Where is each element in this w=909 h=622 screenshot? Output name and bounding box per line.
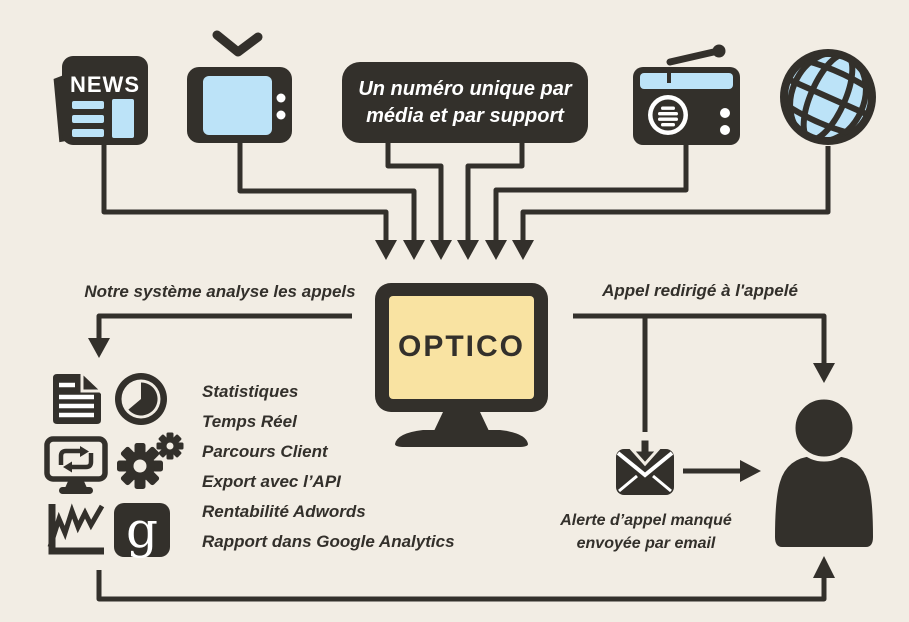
optico-monitor-icon [375, 283, 548, 447]
line-globe-to-optico [520, 146, 831, 240]
tv-screen [203, 76, 272, 135]
feature-list: Statistiques Temps Réel Parcours Client … [202, 377, 455, 557]
radio-icon [633, 44, 740, 145]
line-chart-icon [47, 503, 105, 555]
person-body [775, 456, 873, 547]
feature-rentabilite-adwords: Rentabilité Adwords [202, 502, 366, 521]
feature-export-api: Export avec l’API [202, 472, 341, 491]
document-lines [59, 382, 94, 418]
person-head [790, 394, 858, 462]
tv-knob [276, 110, 286, 120]
line-optico-to-person [573, 313, 827, 363]
banner-text: Un numéro unique par média et par suppor… [358, 78, 572, 127]
chart-zigzag [47, 503, 105, 548]
loop-monitor-neck [65, 479, 87, 488]
feature-temps-reel: Temps Réel [202, 412, 297, 431]
line-optico-to-stats [96, 313, 352, 338]
monitor-screen [389, 296, 534, 399]
feature-parcours-client: Parcours Client [202, 442, 328, 461]
gear-large [117, 443, 163, 489]
loop-arrowhead [80, 446, 89, 457]
loop-monitor-frame [44, 436, 108, 482]
globe-gridlines [779, 49, 877, 145]
document-report-icon [53, 370, 106, 424]
envelope-body [616, 449, 674, 495]
radio-antenna [666, 47, 722, 66]
monitor-loop-icon [44, 436, 108, 494]
feature-statistiques: Statistiques [202, 382, 299, 401]
clock-pie-wedge [128, 382, 158, 416]
email-alert-line2: envoyée par email [576, 535, 716, 552]
incoming-mail-arrow [629, 438, 661, 467]
tv-antenna [212, 30, 263, 57]
newspaper-content-blocks [72, 99, 134, 138]
line-bottom-loop [96, 570, 827, 602]
gear-small [156, 432, 184, 460]
radio-dial [640, 73, 733, 89]
tv-knob [276, 93, 286, 103]
email-alert-caption: Alerte d’appel manqué envoyée par email [550, 509, 742, 555]
tv-icon [187, 30, 292, 143]
monitor-base [395, 430, 528, 447]
line-radio-to-optico [493, 145, 689, 240]
radio-antenna-tip [712, 44, 726, 58]
loop-arrowhead [63, 461, 72, 473]
loop-monitor-base [59, 487, 93, 494]
line-banner-right-to-optico [465, 143, 525, 240]
gears-icon [117, 432, 184, 489]
right-flow-headline: Appel redirigé à l'appelé [602, 281, 798, 300]
radio-knob [720, 108, 730, 118]
newspaper-masthead: NEWS [70, 72, 140, 97]
radio-knob [720, 125, 730, 135]
envelope-flap-lines [616, 451, 674, 478]
line-newspaper-to-optico [101, 143, 389, 240]
line-banner-left-to-optico [385, 143, 444, 240]
google-logo-icon: g [114, 502, 170, 558]
newspaper-icon: NEWS [50, 56, 148, 146]
feature-rapport-analytics: Rapport dans Google Analytics [202, 532, 455, 551]
radio-dial-tick [667, 73, 671, 83]
envelope-bottom-lines [618, 474, 672, 493]
monitor-neck [434, 412, 489, 431]
document-fold [80, 370, 106, 393]
loop-arrows [58, 448, 94, 470]
clock-pie-icon [115, 373, 167, 425]
email-alert-line1: Alerte d’appel manqué [560, 512, 732, 529]
google-tile [114, 503, 170, 557]
globe-icon [779, 49, 877, 145]
chart-axes [48, 504, 104, 555]
email-received-icon [616, 438, 674, 495]
monitor-brand: OPTICO [397, 330, 525, 363]
line-tv-to-optico [237, 143, 417, 240]
arrowheads [88, 240, 835, 578]
radio-speaker-lines [658, 106, 678, 127]
person-icon [775, 394, 873, 547]
left-flow-headline: Notre système analyse les appels [84, 282, 356, 301]
google-letter: g [126, 502, 158, 558]
unique-number-banner: Un numéro unique par média et par suppor… [342, 62, 588, 143]
